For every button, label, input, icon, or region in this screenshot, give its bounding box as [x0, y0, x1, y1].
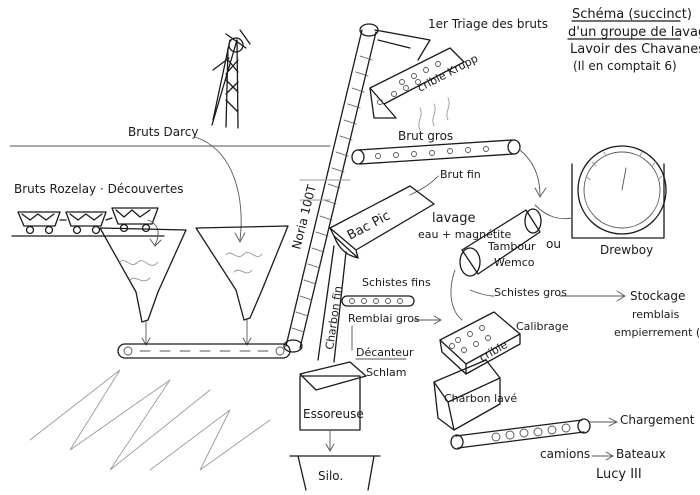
label-empierrement: empierrement (r	[614, 326, 700, 339]
tambour-wemco-icon: Tambour Wemco	[459, 208, 542, 277]
label-brut-gros: Brut gros	[398, 129, 453, 143]
label-eau-magnetite: eau + magnétite	[418, 228, 512, 241]
title-block: Schéma (succinct) d'un groupe de lavage …	[567, 7, 700, 73]
label-bruts-darcy: Bruts Darcy	[128, 125, 199, 139]
label-crible-krupp: crible Krupp	[415, 52, 480, 95]
crible-calibrage-icon: crible	[439, 311, 521, 375]
label-remblais: remblais	[632, 308, 680, 321]
label-silo: Silo.	[318, 469, 343, 483]
title-line-1: Schéma (succinct)	[572, 7, 692, 22]
label-bateaux: Bateaux	[616, 447, 666, 461]
bottom-conveyor	[117, 343, 291, 359]
label-lucy: Lucy III	[596, 467, 642, 482]
label-decanteur: Décanteur	[356, 346, 414, 359]
drewboy-wheel-icon	[571, 145, 667, 239]
title-line-2: d'un groupe de lavage	[568, 25, 700, 40]
title-line-3: Lavoir des Chavanes	[570, 42, 700, 57]
label-schistes-gros: Schistes gros	[494, 286, 567, 299]
label-brut-fin: Brut fin	[440, 168, 481, 181]
label-calibrage: Calibrage	[516, 320, 569, 333]
label-remblai-gros: Remblai gros	[348, 312, 420, 325]
hopper-right	[195, 225, 289, 346]
label-camions: camions	[540, 447, 590, 461]
label-noria: Noria 100T	[289, 183, 319, 251]
mine-wagons-icon	[11, 207, 165, 237]
charbon-lave-bin: Charbon lavé	[433, 359, 517, 431]
label-schlam: Schlam	[366, 366, 407, 379]
headframe-icon	[211, 29, 251, 129]
title-line-4: (Il en comptait 6)	[573, 59, 677, 73]
label-triage: 1er Triage des bruts	[428, 17, 548, 31]
label-ou: ou	[546, 237, 561, 251]
label-schistes-fins: Schistes fins	[362, 276, 431, 289]
label-bac-pic: Bac Pic	[345, 208, 393, 243]
label-crible: crible	[477, 338, 510, 365]
small-conveyor	[341, 295, 415, 307]
loading-conveyor	[450, 418, 591, 450]
label-tambour: Tambour	[487, 240, 536, 253]
arrow-bruts-darcy	[194, 136, 242, 241]
label-essoreuse: Essoreuse	[303, 407, 364, 421]
label-charbon-fin: Charbon fin	[323, 285, 345, 350]
silo-icon: Silo.	[289, 455, 381, 491]
essoreuse-icon: Essoreuse	[299, 361, 367, 431]
bac-pic-icon: Bac Pic	[329, 185, 435, 259]
middle-conveyor	[351, 139, 521, 165]
scribble	[29, 369, 211, 471]
label-lavage: lavage	[432, 211, 476, 226]
crible-krupp-icon: crible Krupp	[369, 47, 480, 119]
label-bruts-rozelay: Bruts Rozelay · Découvertes	[14, 182, 184, 196]
label-wemco: Wemco	[494, 256, 535, 269]
label-charbon: Charbon lavé	[444, 392, 517, 405]
hopper-left	[99, 227, 187, 346]
label-stockage: Stockage	[630, 289, 685, 303]
label-drewboy: Drewboy	[600, 243, 653, 257]
label-chargement: Chargement	[620, 413, 695, 427]
